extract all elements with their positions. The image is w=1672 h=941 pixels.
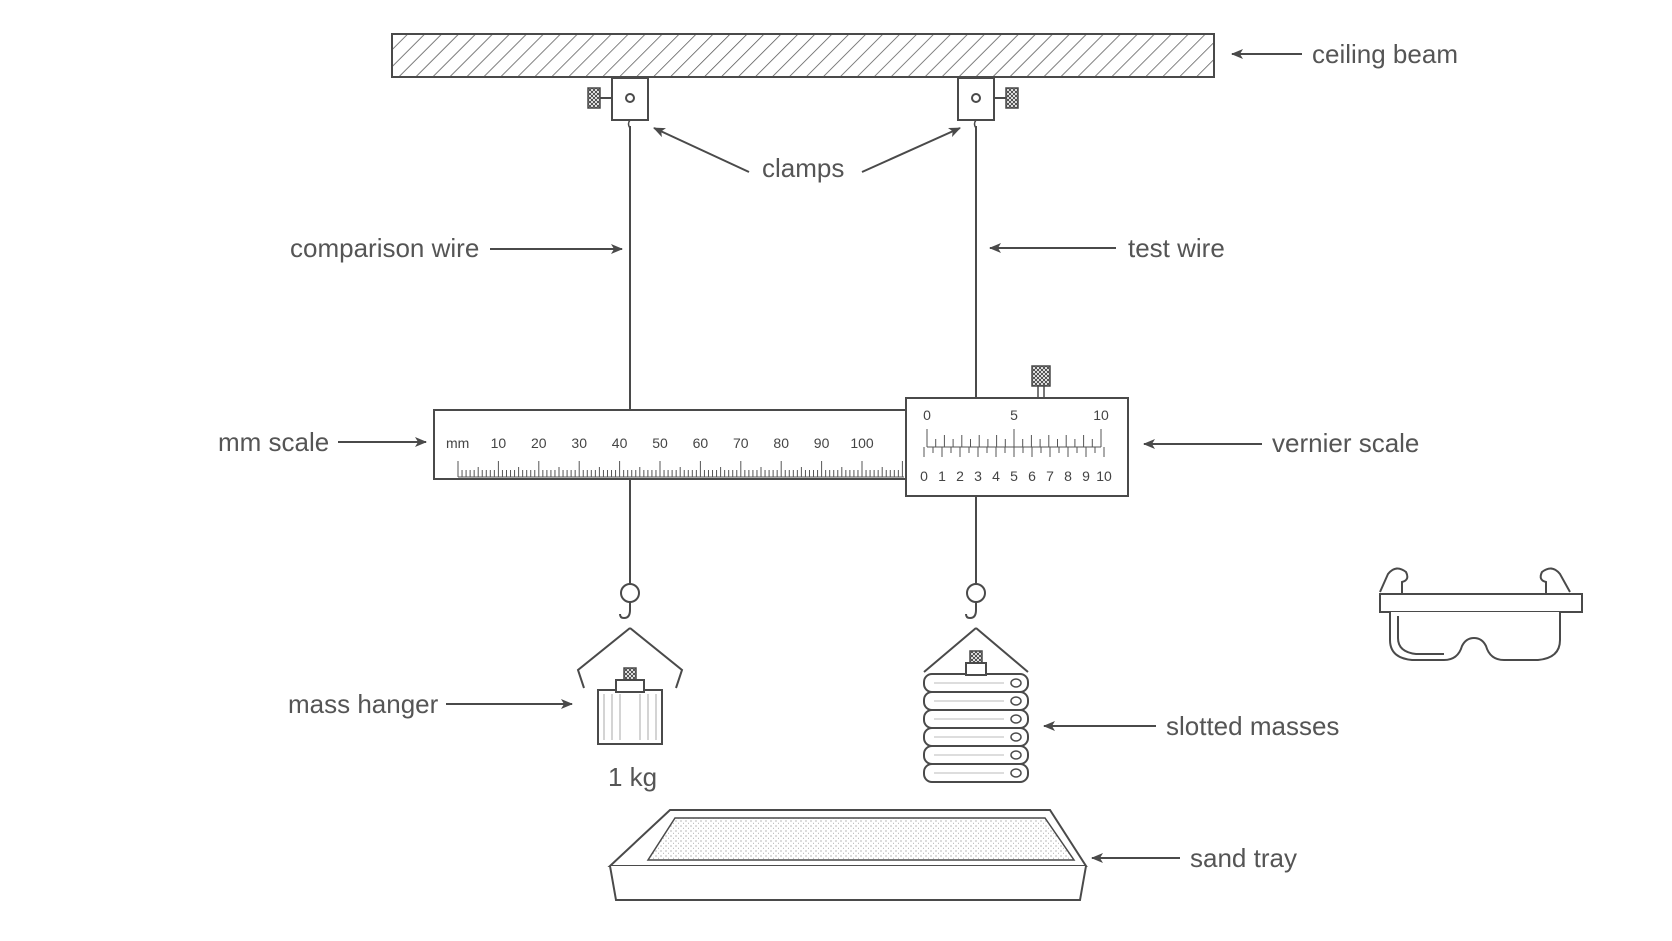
vernier-bottom-label: 5	[1010, 468, 1018, 484]
label-slotted-masses: slotted masses	[1166, 711, 1339, 741]
vernier-top-label: 10	[1093, 407, 1109, 423]
slotted-mass-slot	[1010, 714, 1022, 724]
ceiling-beam	[391, 33, 1215, 78]
left-clamp	[587, 77, 649, 129]
label-test-wire: test wire	[1128, 233, 1225, 263]
vernier-bottom-label: 2	[956, 468, 964, 484]
label-comparison-wire: comparison wire	[290, 233, 479, 263]
vernier-bottom-label: 6	[1028, 468, 1036, 484]
label-ceiling-beam: ceiling beam	[1312, 39, 1458, 69]
right-clamp	[957, 77, 1019, 129]
vernier-bottom-label: 0	[920, 468, 928, 484]
slotted-masses	[923, 583, 1029, 783]
vernier-bottom-label: 10	[1096, 468, 1112, 484]
slotted-mass-slot	[1010, 732, 1022, 742]
label-mass-value: 1 kg	[608, 762, 657, 792]
slotted-mass-slot	[1010, 750, 1022, 760]
vernier-bottom-label: 4	[992, 468, 1000, 484]
vernier-bottom-label: 8	[1064, 468, 1072, 484]
mm-tick-label: 100	[850, 435, 874, 451]
label-clamps: clamps	[762, 153, 844, 183]
mm-scale: mm 10 20 30 40 50 60 70 80 90 100	[433, 409, 907, 480]
mm-tick-label: 80	[773, 435, 789, 451]
label-mass-hanger: mass hanger	[288, 689, 439, 719]
mm-tick-label: 10	[491, 435, 507, 451]
slotted-mass-slot	[1010, 696, 1022, 706]
vernier-top-label: 0	[923, 407, 931, 423]
label-sand-tray: sand tray	[1190, 843, 1297, 873]
vernier-bottom-label: 7	[1046, 468, 1054, 484]
label-mm-scale: mm scale	[218, 427, 329, 457]
mm-unit-label: mm	[446, 435, 469, 451]
vernier-bottom-label: 3	[974, 468, 982, 484]
label-arrows	[338, 49, 1302, 863]
mm-tick-label: 60	[693, 435, 709, 451]
sand-tray	[607, 809, 1088, 901]
label-vernier-scale: vernier scale	[1272, 428, 1419, 458]
mm-tick-label: 90	[814, 435, 830, 451]
vernier-top-label: 5	[1010, 407, 1018, 423]
mm-tick-label: 30	[571, 435, 587, 451]
vernier-bottom-label: 9	[1082, 468, 1090, 484]
mass-hanger	[576, 583, 684, 745]
mm-tick-label: 40	[612, 435, 628, 451]
safety-goggles-icon	[1379, 567, 1583, 661]
mm-tick-label: 20	[531, 435, 547, 451]
slotted-mass-slot	[1010, 768, 1022, 778]
vernier-bottom-label: 1	[938, 468, 946, 484]
mm-tick-label: 50	[652, 435, 668, 451]
slotted-mass-slot	[1010, 678, 1022, 688]
mm-tick-label: 70	[733, 435, 749, 451]
